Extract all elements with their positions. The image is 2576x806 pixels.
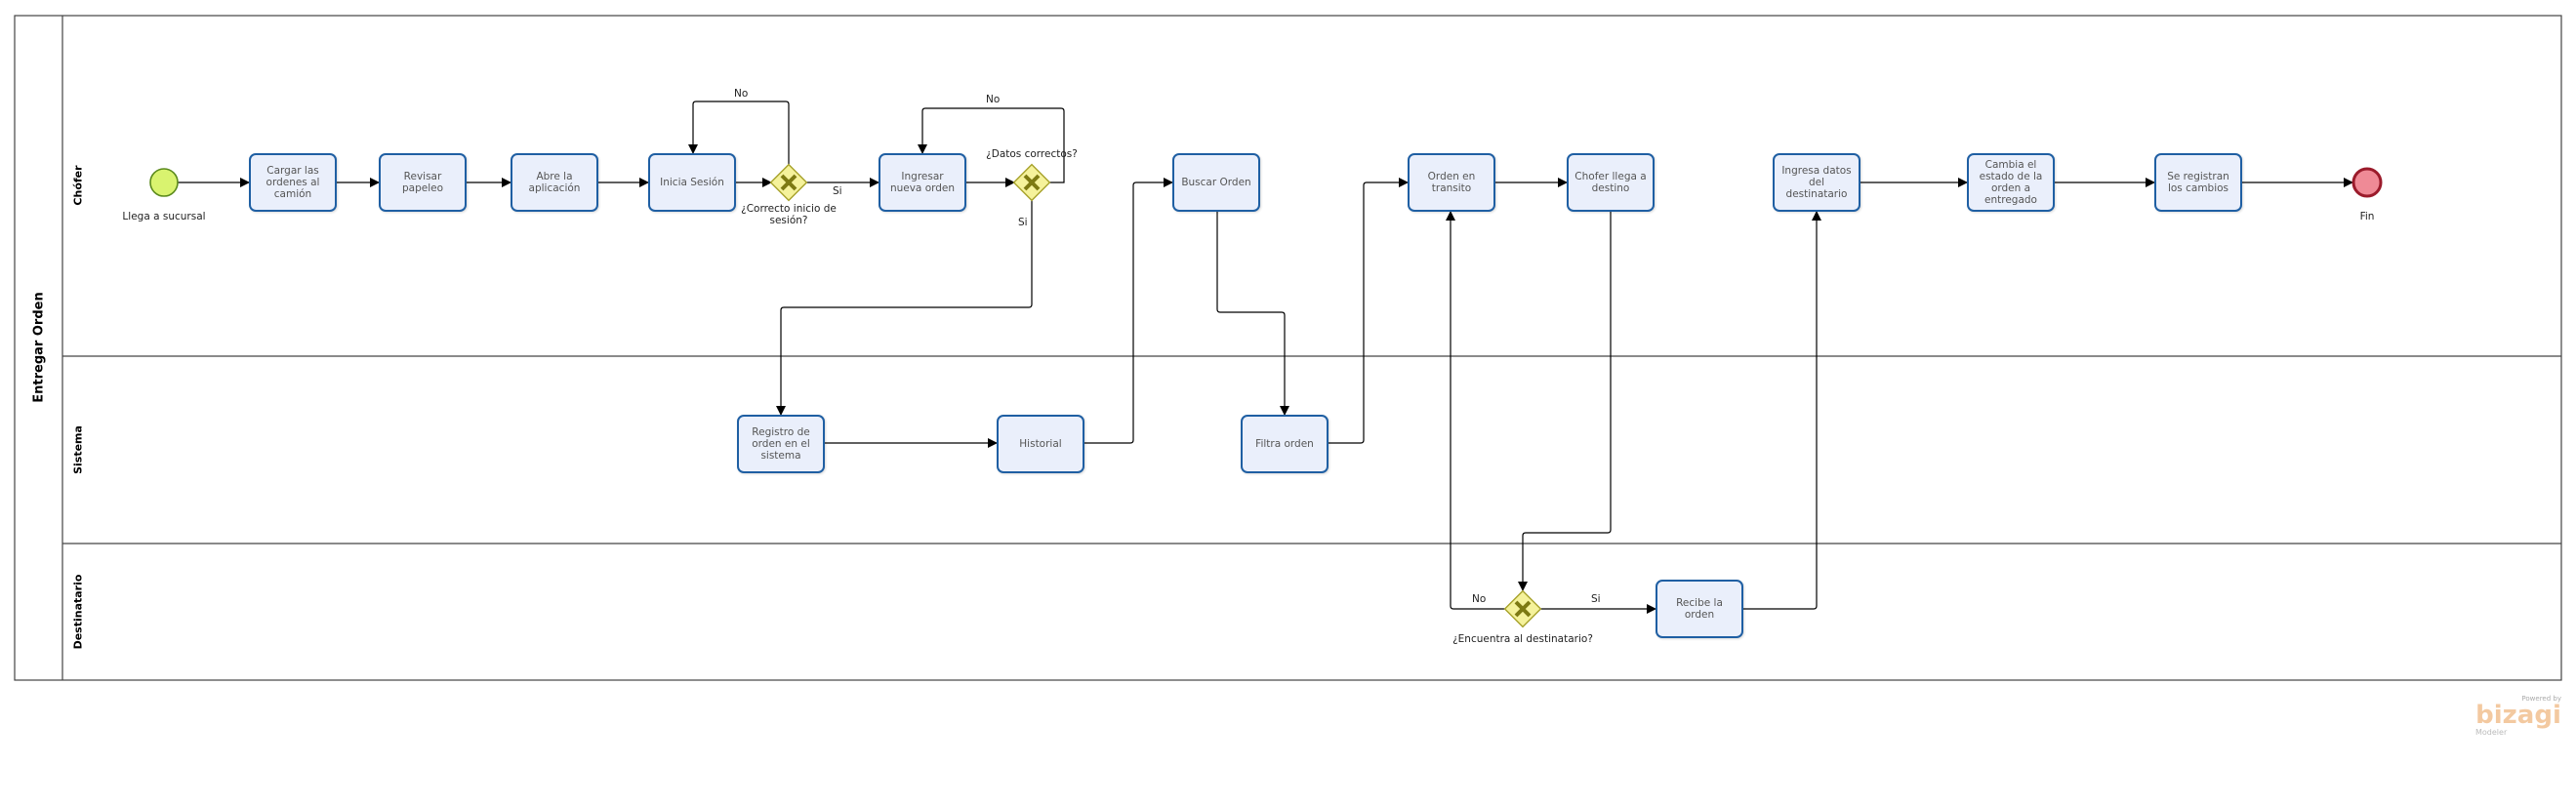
flow-filtra-transito <box>1329 178 1409 444</box>
task-historial[interactable]: Historial <box>997 415 1084 473</box>
flow-g3-no <box>1446 211 1505 610</box>
exclusive-x-icon <box>780 174 797 191</box>
flow-g2-si <box>776 200 1033 416</box>
task-inicia-sesion[interactable]: Inicia Sesión <box>648 153 736 212</box>
flow-buscar-filtra <box>1216 212 1289 416</box>
gateway-g3-label: ¿Encuentra al destinatario? <box>1452 633 1593 645</box>
bizagi-watermark: Powered by bizagi Modeler <box>2470 695 2567 737</box>
task-orden-transito[interactable]: Orden en transito <box>1408 153 1495 212</box>
gateway-g2[interactable] <box>1012 163 1051 202</box>
flow-llega-g3 <box>1518 212 1612 591</box>
pool-border <box>14 15 2562 681</box>
watermark-powered: Powered by <box>2521 695 2561 703</box>
start-event-label: Llega a sucursal <box>122 211 206 222</box>
task-filtra-orden[interactable]: Filtra orden <box>1241 415 1329 473</box>
task-cargar-ordenes[interactable]: Cargar las ordenes al camión <box>249 153 337 212</box>
task-registro-orden[interactable]: Registro de orden en el sistema <box>737 415 825 473</box>
flow-historial-buscar <box>1084 178 1173 444</box>
flow-label-g1-si: Si <box>833 185 842 197</box>
gateway-g3[interactable] <box>1503 589 1542 628</box>
watermark-product: Modeler <box>2475 728 2508 737</box>
flow-g2-no <box>918 107 1065 183</box>
pool-title: Entregar Orden <box>31 292 47 403</box>
task-registran-cambios[interactable]: Se registran los cambios <box>2154 153 2242 212</box>
flow-label-g2-si: Si <box>1018 217 1028 228</box>
task-abre-aplicacion[interactable]: Abre la aplicación <box>511 153 598 212</box>
flow-label-g2-no: No <box>986 94 1001 105</box>
start-event[interactable] <box>149 168 179 197</box>
flow-label-g3-si: Si <box>1591 593 1601 605</box>
gateway-g1[interactable] <box>769 163 808 202</box>
flow-g1-no <box>688 101 790 165</box>
task-ingresar-orden[interactable]: Ingresar nueva orden <box>879 153 966 212</box>
task-recibe-orden[interactable]: Recibe la orden <box>1656 580 1743 638</box>
exclusive-x-icon <box>1514 600 1532 618</box>
flow-label-g1-no: No <box>734 88 749 100</box>
gateway-g2-label: ¿Datos correctos? <box>986 148 1078 160</box>
flow-label-g3-no: No <box>1472 593 1487 605</box>
task-buscar-orden[interactable]: Buscar Orden <box>1172 153 1260 212</box>
task-revisar-papeleo[interactable]: Revisar papeleo <box>379 153 467 212</box>
task-chofer-llega[interactable]: Chofer llega a destino <box>1567 153 1655 212</box>
exclusive-x-icon <box>1023 174 1041 191</box>
task-cambia-estado[interactable]: Cambia el estado de la orden a entregado <box>1967 153 2055 212</box>
lane-title-destinatario: Destinatario <box>71 574 85 650</box>
lane-title-chofer: Chófer <box>71 165 85 206</box>
lane-title-sistema: Sistema <box>71 425 85 474</box>
gateway-g1-label: ¿Correcto inicio de sesión? <box>741 203 837 226</box>
watermark-brand-logo: bizagi <box>2475 701 2561 730</box>
end-event-label: Fin <box>2359 211 2375 222</box>
task-ingresa-datos[interactable]: Ingresa datos del destinatario <box>1773 153 1860 212</box>
end-event[interactable] <box>2351 167 2383 198</box>
flow-recibe-ingresa <box>1743 211 1821 610</box>
